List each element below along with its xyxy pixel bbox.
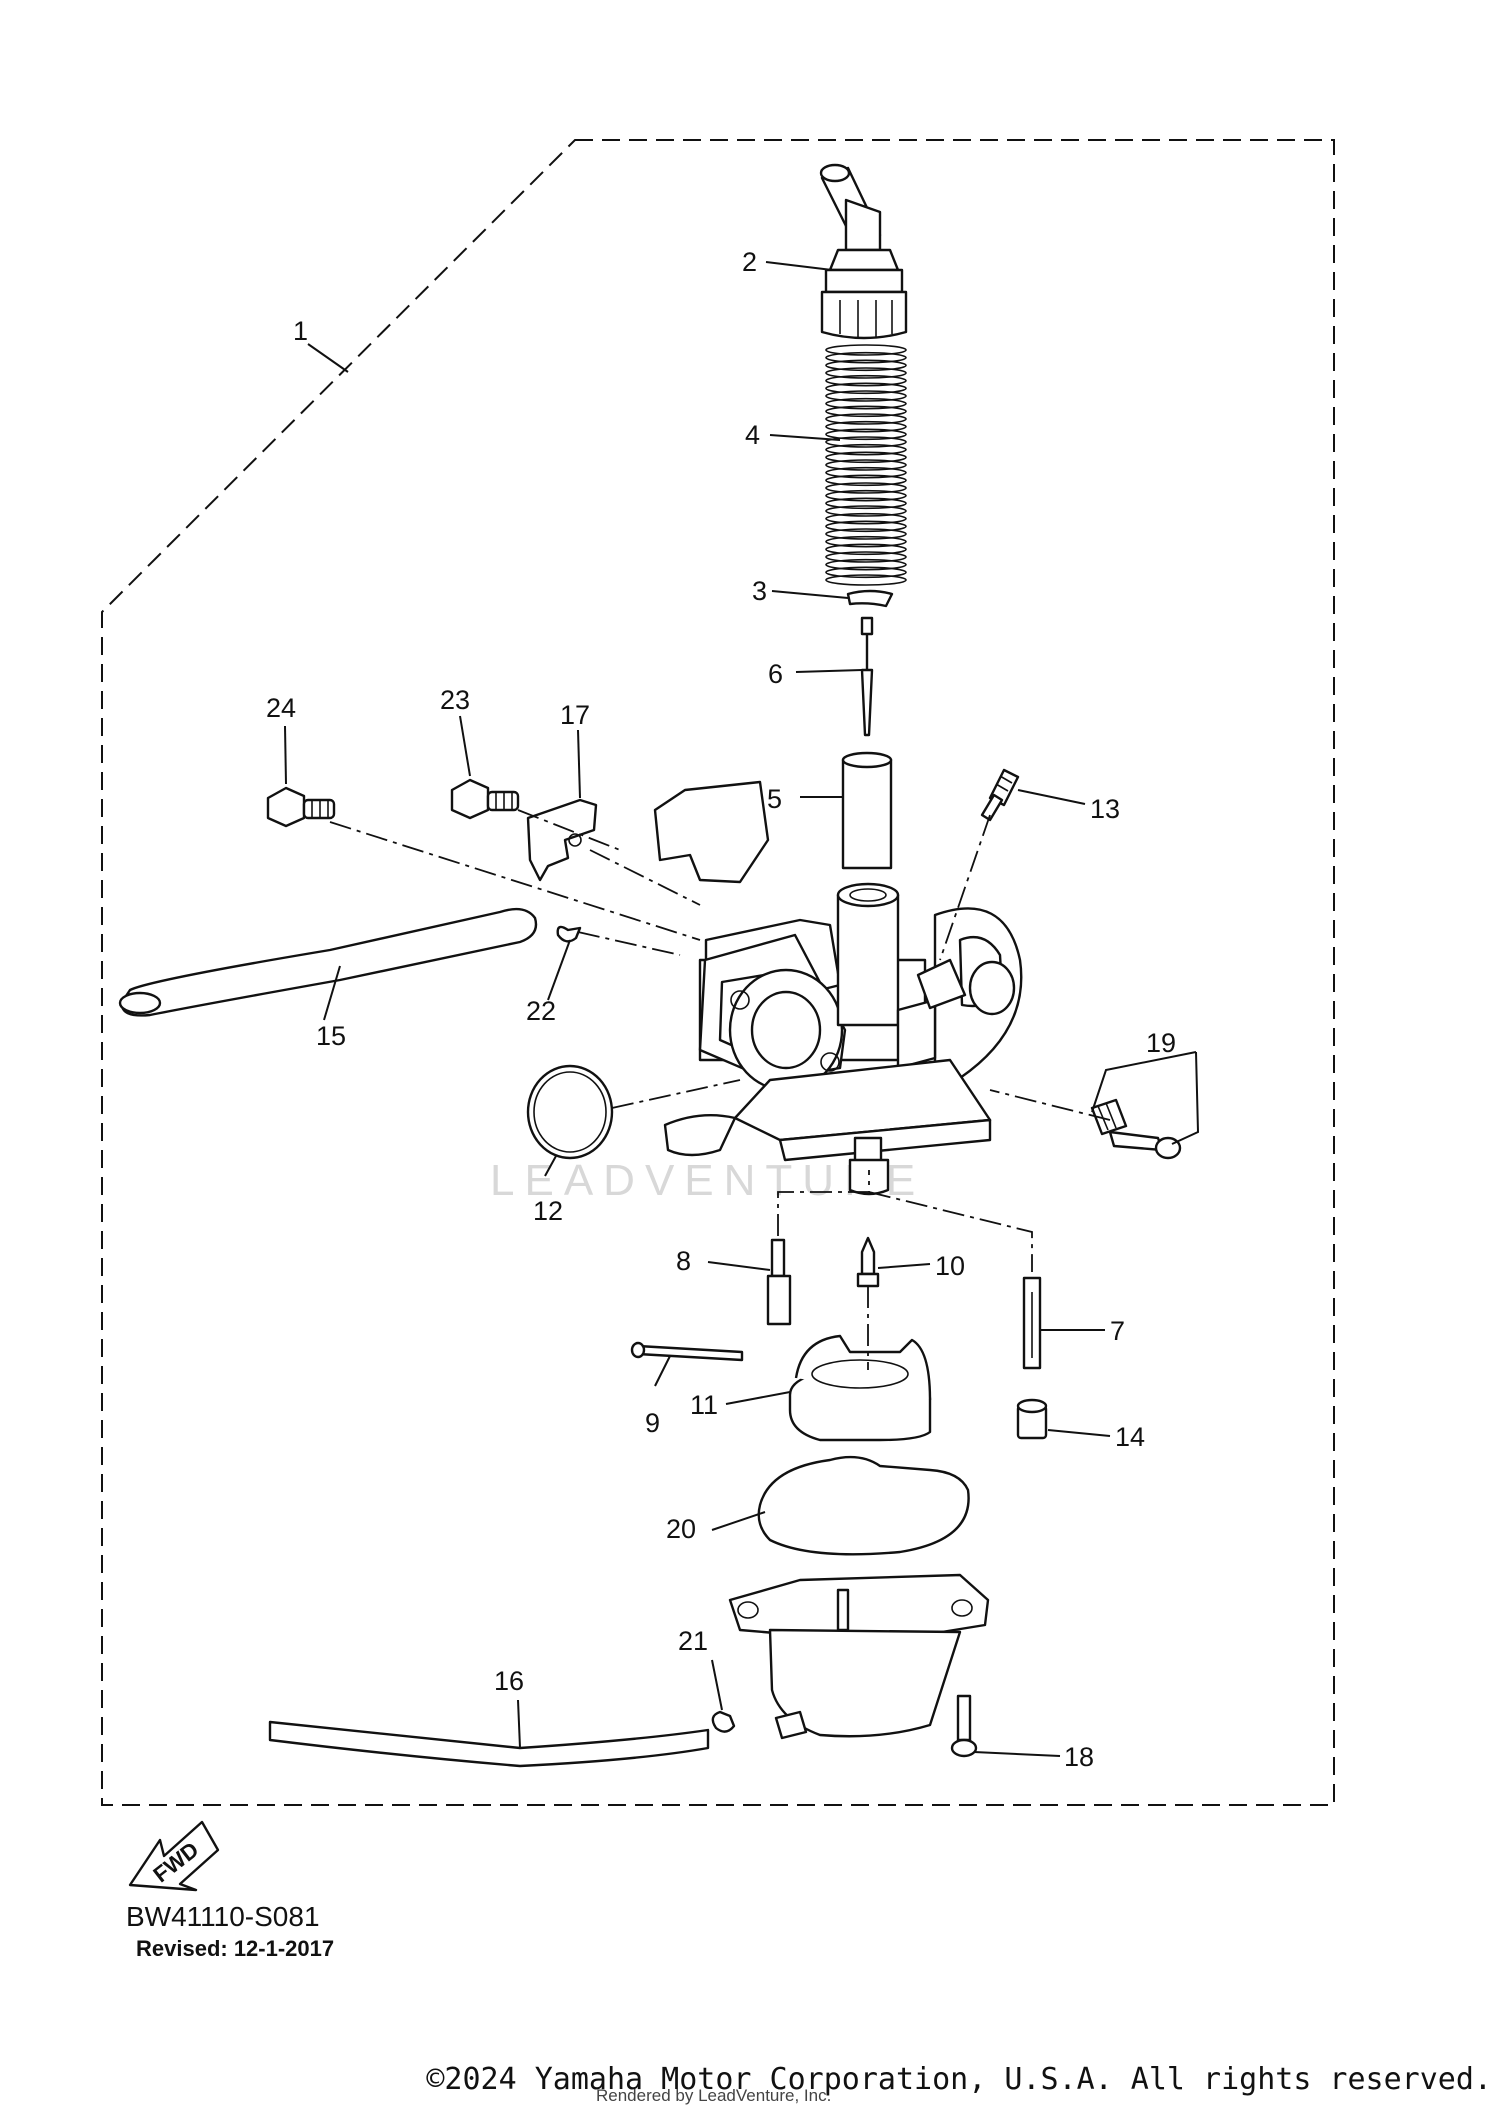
part-choke-lever (118, 907, 538, 1017)
label-part-20: 20 (666, 1514, 696, 1544)
spring-coil (825, 436, 907, 448)
spring-coil (825, 566, 907, 579)
label-part-10: 10 (935, 1251, 965, 1281)
part-throttle-valve (841, 751, 893, 870)
label-part-23: 23 (440, 685, 470, 715)
part-throttle-stop-screw (980, 768, 1020, 822)
spring-coil (825, 397, 907, 410)
part-o-ring (526, 1064, 614, 1160)
spring-coil (825, 344, 907, 356)
part-hose-clip (711, 1710, 736, 1733)
assembly-guide-lines (329, 809, 1111, 1370)
part-bowl-gasket (757, 1455, 970, 1556)
label-part-2: 2 (742, 247, 757, 277)
spring-coil (825, 558, 907, 571)
part-float-bowl (728, 1573, 990, 1740)
spring-coil (825, 543, 907, 556)
spring-coil (825, 459, 907, 471)
rendered-by-credit: Rendered by LeadVenture, Inc. (596, 2086, 832, 2105)
label-part-11: 11 (690, 1390, 718, 1420)
spring-coil (825, 405, 907, 418)
label-part-18: 18 (1064, 1742, 1094, 1772)
label-part-9: 9 (645, 1408, 660, 1438)
spring-coil (825, 535, 907, 548)
spring-coil (825, 466, 907, 479)
part-float-pin (630, 1341, 744, 1362)
drawing-code: BW41110-S081 (126, 1901, 320, 1932)
spring-coil (825, 382, 907, 395)
spring-coil (825, 367, 907, 379)
spring-coil (825, 497, 907, 510)
spring-coil (825, 428, 907, 441)
part-drain-screw (266, 786, 336, 828)
label-part-21: 21 (678, 1626, 708, 1656)
label-part-1: 1 (293, 316, 308, 346)
part-throttle-spring (825, 344, 907, 586)
spring-coil (825, 505, 907, 517)
spring-coil (825, 482, 907, 494)
label-part-3: 3 (752, 576, 767, 606)
label-part-22: 22 (526, 996, 556, 1026)
part-float (788, 1334, 932, 1442)
label-part-19: 19 (1146, 1028, 1176, 1058)
part-main-jet-tube (1022, 1276, 1042, 1370)
part-choke-clip (556, 925, 582, 943)
copyright-notice: ©2024 Yamaha Motor Corporation, U.S.A. A… (426, 2062, 1492, 2097)
label-part-15: 15 (316, 1021, 346, 1051)
fwd-direction-badge: FWD (128, 1820, 220, 1892)
label-part-12: 12 (533, 1196, 563, 1226)
spring-coil (825, 551, 907, 563)
revision-date: Revised: 12-1-2017 (136, 1936, 334, 1961)
assembly-boundary (101, 139, 1335, 1806)
part-pilot-screw-set (1090, 1098, 1182, 1160)
part-bracket (526, 798, 598, 882)
part-needle-clip (846, 589, 894, 608)
watermark: LEADVENTURE (490, 1156, 925, 1205)
spring-coil (825, 512, 907, 525)
leader-lines (284, 261, 1200, 1757)
spring-coil (825, 474, 907, 487)
spring-coil (825, 390, 907, 402)
label-part-16: 16 (494, 1666, 524, 1696)
label-part-24: 24 (266, 693, 296, 723)
spring-coil (825, 413, 907, 425)
label-part-14: 14 (1115, 1422, 1145, 1452)
spring-coil (825, 420, 907, 433)
part-needle-valve (856, 1236, 880, 1288)
label-part-4: 4 (745, 420, 760, 450)
part-main-jet (1016, 1398, 1048, 1440)
part-main-nozzle (766, 1238, 792, 1326)
label-part-13: 13 (1090, 794, 1120, 824)
part-drain-hose (268, 1720, 710, 1768)
label-part-17: 17 (560, 700, 590, 730)
spring-coil (825, 443, 907, 456)
spring-coil (825, 451, 907, 464)
spring-coil (825, 359, 907, 372)
spring-coil (825, 574, 907, 586)
part-throttle-cap (819, 163, 908, 340)
part-labels: 1 2 4 3 6 5 13 24 23 17 15 22 19 12 8 10… (266, 247, 1176, 1772)
spring-coil (825, 351, 907, 364)
part-jet-needle (860, 616, 874, 737)
label-part-8: 8 (676, 1246, 691, 1276)
label-part-6: 6 (768, 659, 783, 689)
carburetor-body (653, 780, 1023, 1196)
label-part-5: 5 (767, 784, 782, 814)
label-part-7: 7 (1110, 1316, 1125, 1346)
part-plug-screw (450, 778, 520, 820)
spring-coil (825, 528, 907, 540)
part-bowl-screw (950, 1694, 978, 1758)
spring-coil (825, 374, 907, 387)
spring-coil (825, 489, 907, 502)
spring-coil (825, 520, 907, 533)
